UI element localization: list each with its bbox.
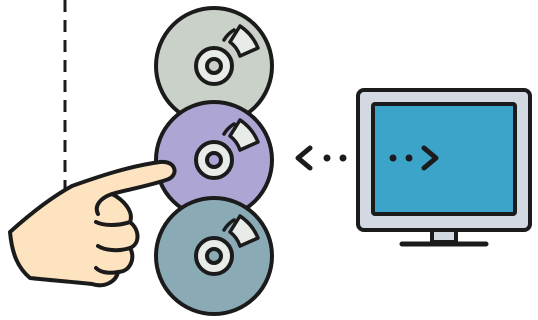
- monitor-icon: [358, 90, 530, 244]
- arrow-left-icon: [298, 148, 347, 168]
- disc-stack: [156, 8, 272, 314]
- disc-icon: [156, 198, 272, 314]
- pointing-hand-icon: [10, 162, 175, 285]
- monitor-neck: [432, 230, 456, 242]
